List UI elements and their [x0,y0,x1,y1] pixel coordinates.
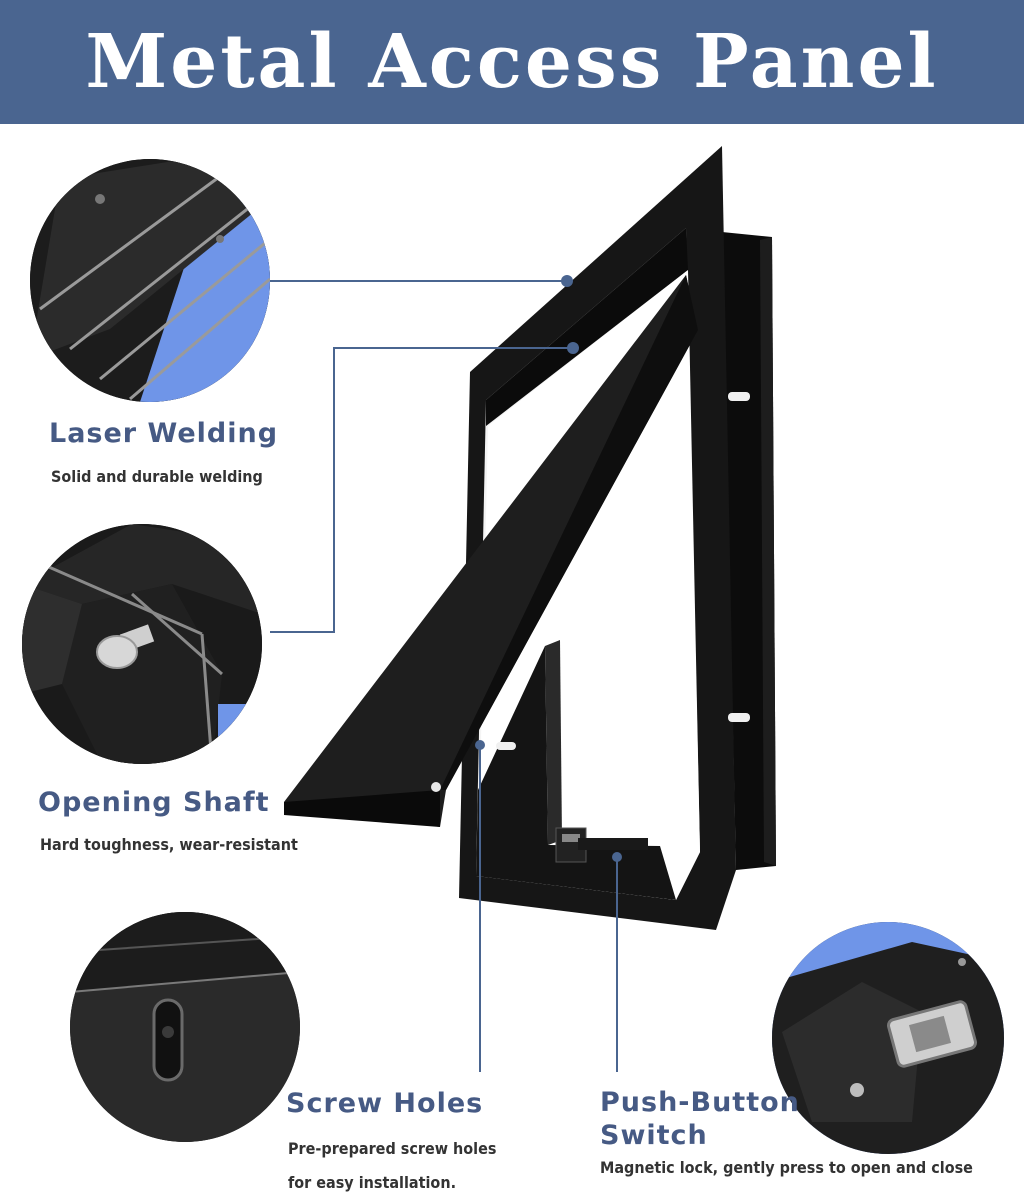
feature-desc-screw-holes: Pre-prepared screw holes for easy instal… [288,1132,496,1200]
feature-title-screw-holes: Screw Holes [286,1088,484,1119]
page-title: Metal Access Panel [85,19,939,105]
callout-dot [561,275,573,287]
feature-title-opening-shaft: Opening Shaft [38,787,270,818]
detail-image-laser-welding [30,159,270,402]
detail-image-push-button [772,922,1004,1154]
feature-desc-line: for easy installation. [288,1173,457,1192]
panel-door [284,275,698,827]
access-panel-illustration [270,146,776,1072]
feature-desc-laser-welding: Solid and durable welding [51,467,263,486]
feature-title-push-button: Push-Button Switch [600,1086,800,1152]
feature-desc-push-button: Magnetic lock, gently press to open and … [600,1158,973,1177]
screw-slot-icon [152,998,184,1082]
hinge-pin-icon [96,635,138,669]
feature-title-line: Switch [600,1120,708,1151]
callout-dot [567,342,579,354]
feature-desc-opening-shaft: Hard toughness, wear-resistant [40,835,298,854]
callout-line-opening-shaft [270,347,573,633]
callout-dot [612,852,622,862]
feature-desc-line: Pre-prepared screw holes [288,1139,497,1158]
detail-image-screw-holes [70,912,300,1142]
detail-image-opening-shaft [22,524,262,764]
feature-title-line: Push-Button [600,1087,800,1118]
header-banner: Metal Access Panel [0,0,1024,124]
flange-slot [728,713,750,722]
flange-slot [728,392,750,401]
callout-dot [475,740,485,750]
feature-title-laser-welding: Laser Welding [49,418,279,449]
